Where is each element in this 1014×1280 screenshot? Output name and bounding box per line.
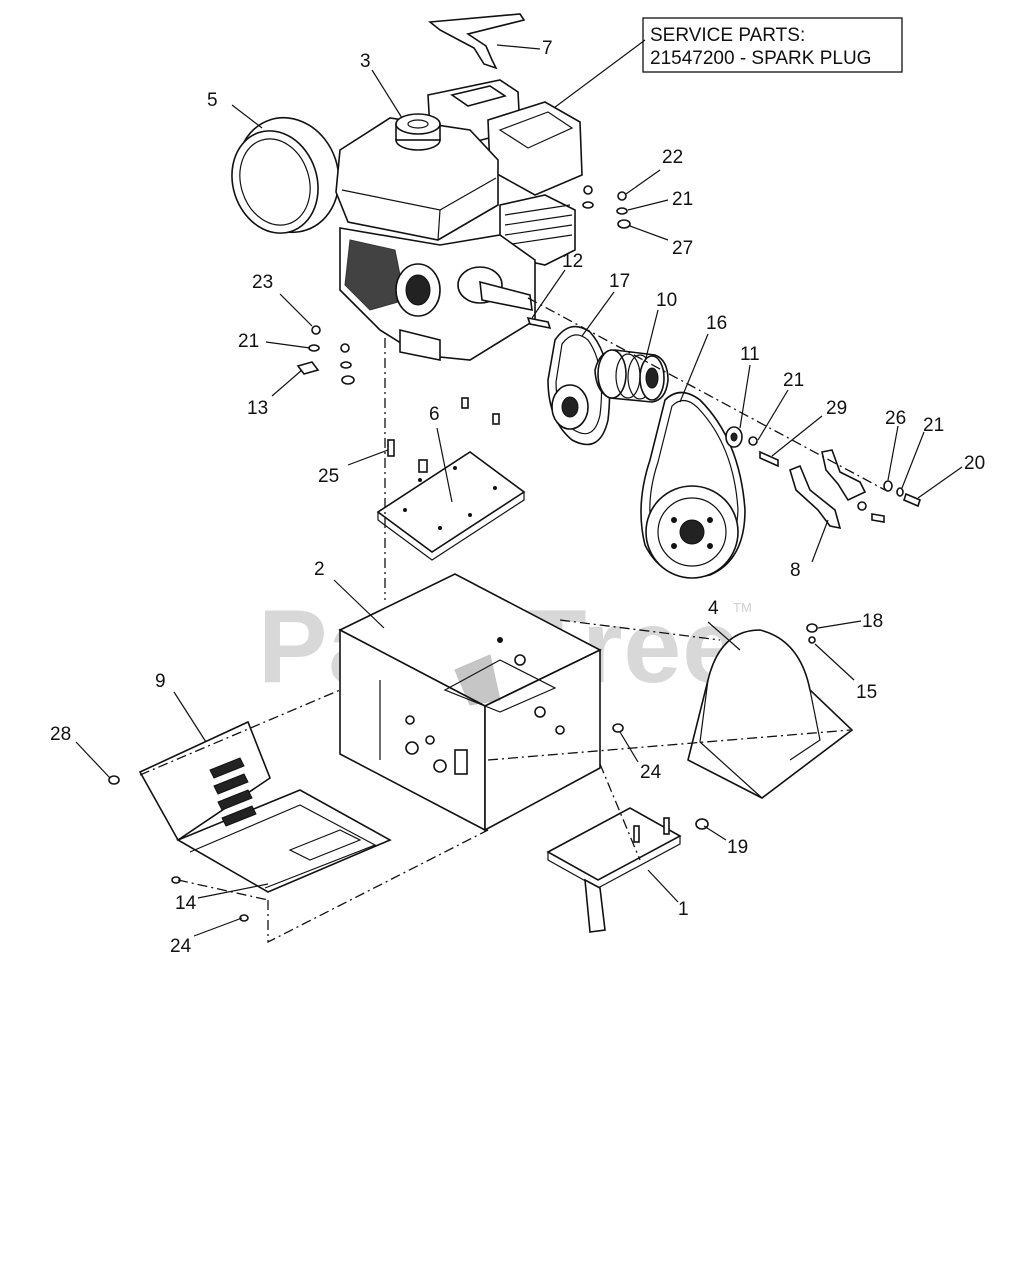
watermark-trademark: TM	[733, 600, 752, 615]
part-idler-bracket-8	[789, 449, 885, 530]
callout-1: 1	[678, 899, 689, 920]
callout-14: 14	[175, 893, 197, 914]
callout-21-upper: 21	[672, 189, 693, 210]
part-key-12	[526, 316, 552, 330]
callout-2: 2	[314, 559, 325, 580]
part-belt-cover-4	[687, 629, 854, 799]
callout-24-bottom: 24	[170, 936, 192, 957]
callout-10: 10	[656, 290, 677, 311]
service-parts-title: SERVICE PARTS:	[650, 25, 805, 46]
service-parts-box: SERVICE PARTS: 21547200 - SPARK PLUG	[526, 17, 903, 129]
part-panel-9	[138, 720, 392, 893]
part-belt-17	[547, 325, 611, 446]
callout-19: 19	[727, 837, 748, 858]
callout-5: 5	[207, 90, 218, 111]
callout-labels: 7 3 5 22 21 27 23 21 13 12 17 10 16 11 2…	[50, 38, 985, 957]
callout-13: 13	[247, 398, 268, 419]
callout-28: 27	[672, 238, 693, 259]
part-frame-2	[338, 573, 602, 832]
callout-21-right: 21	[923, 415, 944, 436]
callout-22: 21	[783, 370, 804, 391]
callout-24-right: 24	[640, 762, 662, 783]
part-ring-5	[231, 116, 340, 234]
callout-9: 9	[155, 671, 166, 692]
hardware-far-right	[883, 480, 921, 508]
part-engine-3	[335, 79, 594, 361]
callout-25: 25	[318, 466, 339, 487]
assembly-lines	[139, 297, 886, 944]
callout-3: 3	[360, 51, 371, 72]
service-parts-spark-plug: 21547200 - SPARK PLUG	[650, 48, 871, 69]
callout-12: 12	[562, 251, 583, 272]
callout-16: 16	[706, 313, 727, 334]
callout-27: 26	[885, 408, 906, 429]
callout-23-left: 23	[252, 272, 273, 293]
callout-8: 8	[790, 560, 801, 581]
callout-23-upper: 22	[662, 147, 683, 168]
callout-11: 11	[740, 344, 760, 365]
hardware-left	[296, 325, 355, 385]
part-pulley-10	[594, 349, 669, 403]
part-plate-6	[376, 397, 526, 561]
callout-18: 18	[862, 611, 883, 632]
callout-15: 15	[856, 682, 877, 703]
part-stud-25	[387, 439, 395, 457]
callout-4: 4	[708, 598, 719, 619]
callout-29: 29	[826, 398, 847, 419]
callout-7: 7	[542, 38, 553, 59]
callout-26: 28	[50, 724, 71, 745]
callout-21-left: 21	[238, 331, 259, 352]
callout-20: 20	[964, 453, 985, 474]
part-belt-pulley-16	[640, 391, 746, 579]
hardware-center-right	[725, 426, 779, 468]
callout-17: 17	[609, 271, 630, 292]
part-bracket-1	[546, 807, 682, 933]
hardware-misc	[108, 623, 818, 922]
leader-lines	[75, 44, 963, 937]
part-bracket-7	[427, 13, 526, 70]
callout-6: 6	[429, 404, 440, 425]
hardware-upper-right	[616, 191, 631, 229]
